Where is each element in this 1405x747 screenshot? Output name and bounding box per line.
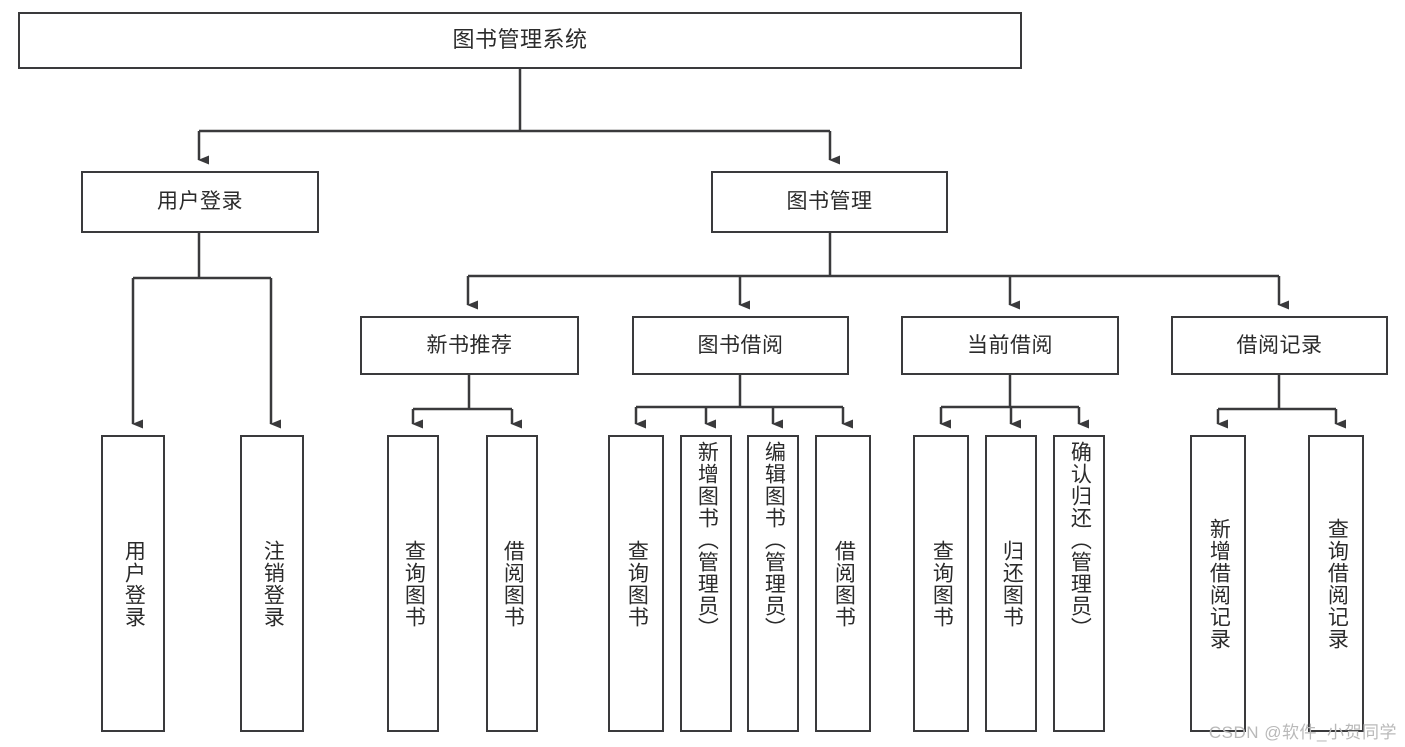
node-new-book-recommend[interactable]: 新书推荐: [360, 316, 579, 375]
leaf-label: 用户登录: [122, 539, 146, 628]
leaf-node[interactable]: 归还图书: [985, 435, 1037, 732]
leaf-label: 编辑图书（管理员）: [762, 441, 786, 639]
leaf-label: 借阅图书: [501, 539, 525, 628]
leaf-node[interactable]: 查询图书: [608, 435, 664, 732]
node-label: 用户登录: [157, 190, 243, 214]
leaf-node[interactable]: 注销登录: [240, 435, 304, 732]
tree-connectors: [131, 69, 1346, 429]
leaf-label: 查询图书: [930, 539, 954, 628]
leaf-node[interactable]: 查询图书: [387, 435, 439, 732]
leaf-label: 新增图书（管理员）: [695, 441, 719, 639]
node-book-borrow[interactable]: 图书借阅: [632, 316, 849, 375]
node-label: 当前借阅: [967, 333, 1053, 357]
leaf-node[interactable]: 编辑图书（管理员）: [747, 435, 799, 732]
leaf-label: 查询借阅记录: [1325, 517, 1349, 650]
leaf-node[interactable]: 借阅图书: [815, 435, 871, 732]
leaf-label: 查询图书: [402, 539, 426, 628]
node-borrow-record[interactable]: 借阅记录: [1171, 316, 1388, 375]
leaf-label: 新增借阅记录: [1207, 517, 1231, 650]
node-label: 新书推荐: [426, 333, 513, 357]
leaf-node[interactable]: 确认归还（管理员）: [1053, 435, 1105, 732]
leaf-label: 借阅图书: [832, 539, 856, 628]
node-current-borrow[interactable]: 当前借阅: [901, 316, 1119, 375]
node-book-management[interactable]: 图书管理: [711, 171, 948, 233]
node-label: 图书管理: [786, 190, 873, 214]
node-label: 图书借阅: [697, 333, 784, 357]
leaf-node[interactable]: 借阅图书: [486, 435, 538, 732]
leaf-node[interactable]: 新增借阅记录: [1190, 435, 1246, 732]
leaf-label: 查询图书: [625, 539, 649, 628]
leaf-label: 注销登录: [261, 539, 285, 628]
node-book-management-system[interactable]: 图书管理系统: [18, 12, 1022, 69]
node-label: 图书管理系统: [452, 27, 588, 53]
node-label: 借阅记录: [1236, 333, 1323, 357]
leaf-node[interactable]: 查询借阅记录: [1308, 435, 1364, 732]
leaf-label: 归还图书: [1000, 539, 1024, 628]
leaf-node[interactable]: 新增图书（管理员）: [680, 435, 732, 732]
leaf-node[interactable]: 查询图书: [913, 435, 969, 732]
leaf-label: 确认归还（管理员）: [1068, 441, 1092, 639]
node-user-login[interactable]: 用户登录: [81, 171, 319, 233]
leaf-node[interactable]: 用户登录: [101, 435, 165, 732]
